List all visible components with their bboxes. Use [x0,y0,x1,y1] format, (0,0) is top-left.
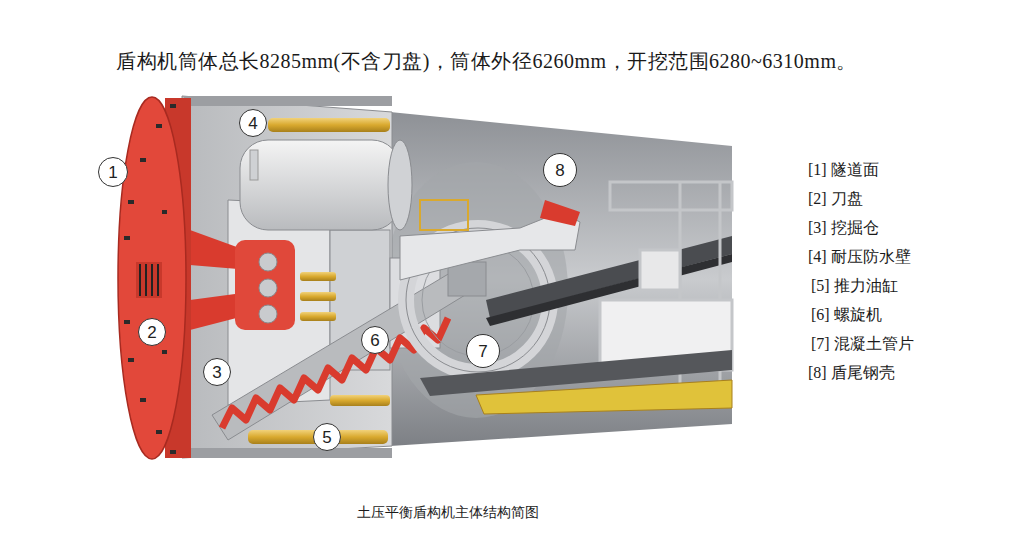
cutter-head-part-part [124,320,130,324]
callout-number: 4 [248,115,257,132]
cutter-head-part-part [140,398,146,402]
cutter-head-part [151,264,153,296]
callout-circle: 3 [203,358,231,386]
cutter-head-part-part [140,158,146,162]
cutter-arms-part [235,240,295,330]
front-shell-part [184,96,392,106]
cutter-head-part-part [156,430,162,434]
cutter-head-part [145,264,147,296]
callout-number: 8 [555,162,564,179]
thrust-cylinder-part [300,272,336,281]
cutter-arms-part [259,279,277,297]
part-label: [6] 螺旋机 [811,305,882,326]
man-lock-part [240,140,400,230]
part-label: [8] 盾尾钢壳 [808,363,895,384]
callout-circle: 7 [466,334,500,368]
callout-number: 5 [322,429,331,446]
part-label: [7] 混凝土管片 [811,334,914,355]
backup-frame-part [640,250,680,290]
cutter-head-part-part [162,210,167,214]
title: 盾构机筒体总长8285mm(不含刀盘)，筒体外径6260mm，开挖范围6280~… [116,48,857,75]
cutter-head-part-part [128,358,134,362]
callout-circle: 1 [98,157,128,187]
cutter-head [118,97,191,459]
cutter-arms [190,230,295,330]
cutter-head-part [124,104,176,454]
part-label: [3] 挖掘仓 [808,218,879,239]
screw-conveyor-part [448,262,486,296]
backup-frame-part [610,182,732,210]
segment-erector-part [420,200,468,230]
callout-number: 7 [478,343,487,360]
working-platform-part [476,380,732,414]
caption: 土压平衡盾构机主体结构简图 [357,504,539,522]
callout-number: 2 [147,324,156,341]
cutter-head-part-part [124,236,130,240]
cutter-arms-part [259,253,277,271]
cutter-arms-part [259,305,277,323]
working-platform [476,380,732,414]
thrust-cylinder-part [300,312,336,321]
thrust-cylinder-part [268,118,390,132]
cutter-head-part-part [162,350,167,354]
cutter-head-part-part [170,450,176,454]
callout-circle: 4 [239,109,267,137]
tail-shell [384,112,732,446]
thrust-cylinder-part [300,292,336,301]
front-shell-part [184,448,392,458]
callout-number: 1 [108,164,117,181]
cutter-head-part-part [128,200,134,204]
part-label: [5] 推力油缸 [811,276,898,297]
cutter-head-part [157,264,159,296]
callout-circle: 6 [361,326,389,354]
callout-number: 3 [212,364,221,381]
part-label: [2] 刀盘 [808,189,863,210]
cutter-head-part [139,264,141,296]
cutter-head-part [118,97,186,459]
screw-conveyor [212,262,486,440]
part-label: [4] 耐压防水壁 [808,247,911,268]
segment-erector [400,200,580,280]
callout-circle: 5 [313,423,341,451]
man-lock-part [250,150,258,180]
cutter-head-part-part [156,124,162,128]
thrust-cylinder-part [330,395,390,406]
callout-circle: 2 [138,318,166,346]
man-lock-part [388,140,412,230]
cutter-head-part-part [170,104,176,108]
callout-circle: 8 [543,153,577,187]
callout-number: 6 [370,332,379,349]
cutter-head-part [136,262,162,298]
segment-erector-part [400,212,580,280]
man-lock [240,140,412,230]
part-label: [1] 隧道面 [808,160,879,181]
segment-erector-part [540,200,580,226]
